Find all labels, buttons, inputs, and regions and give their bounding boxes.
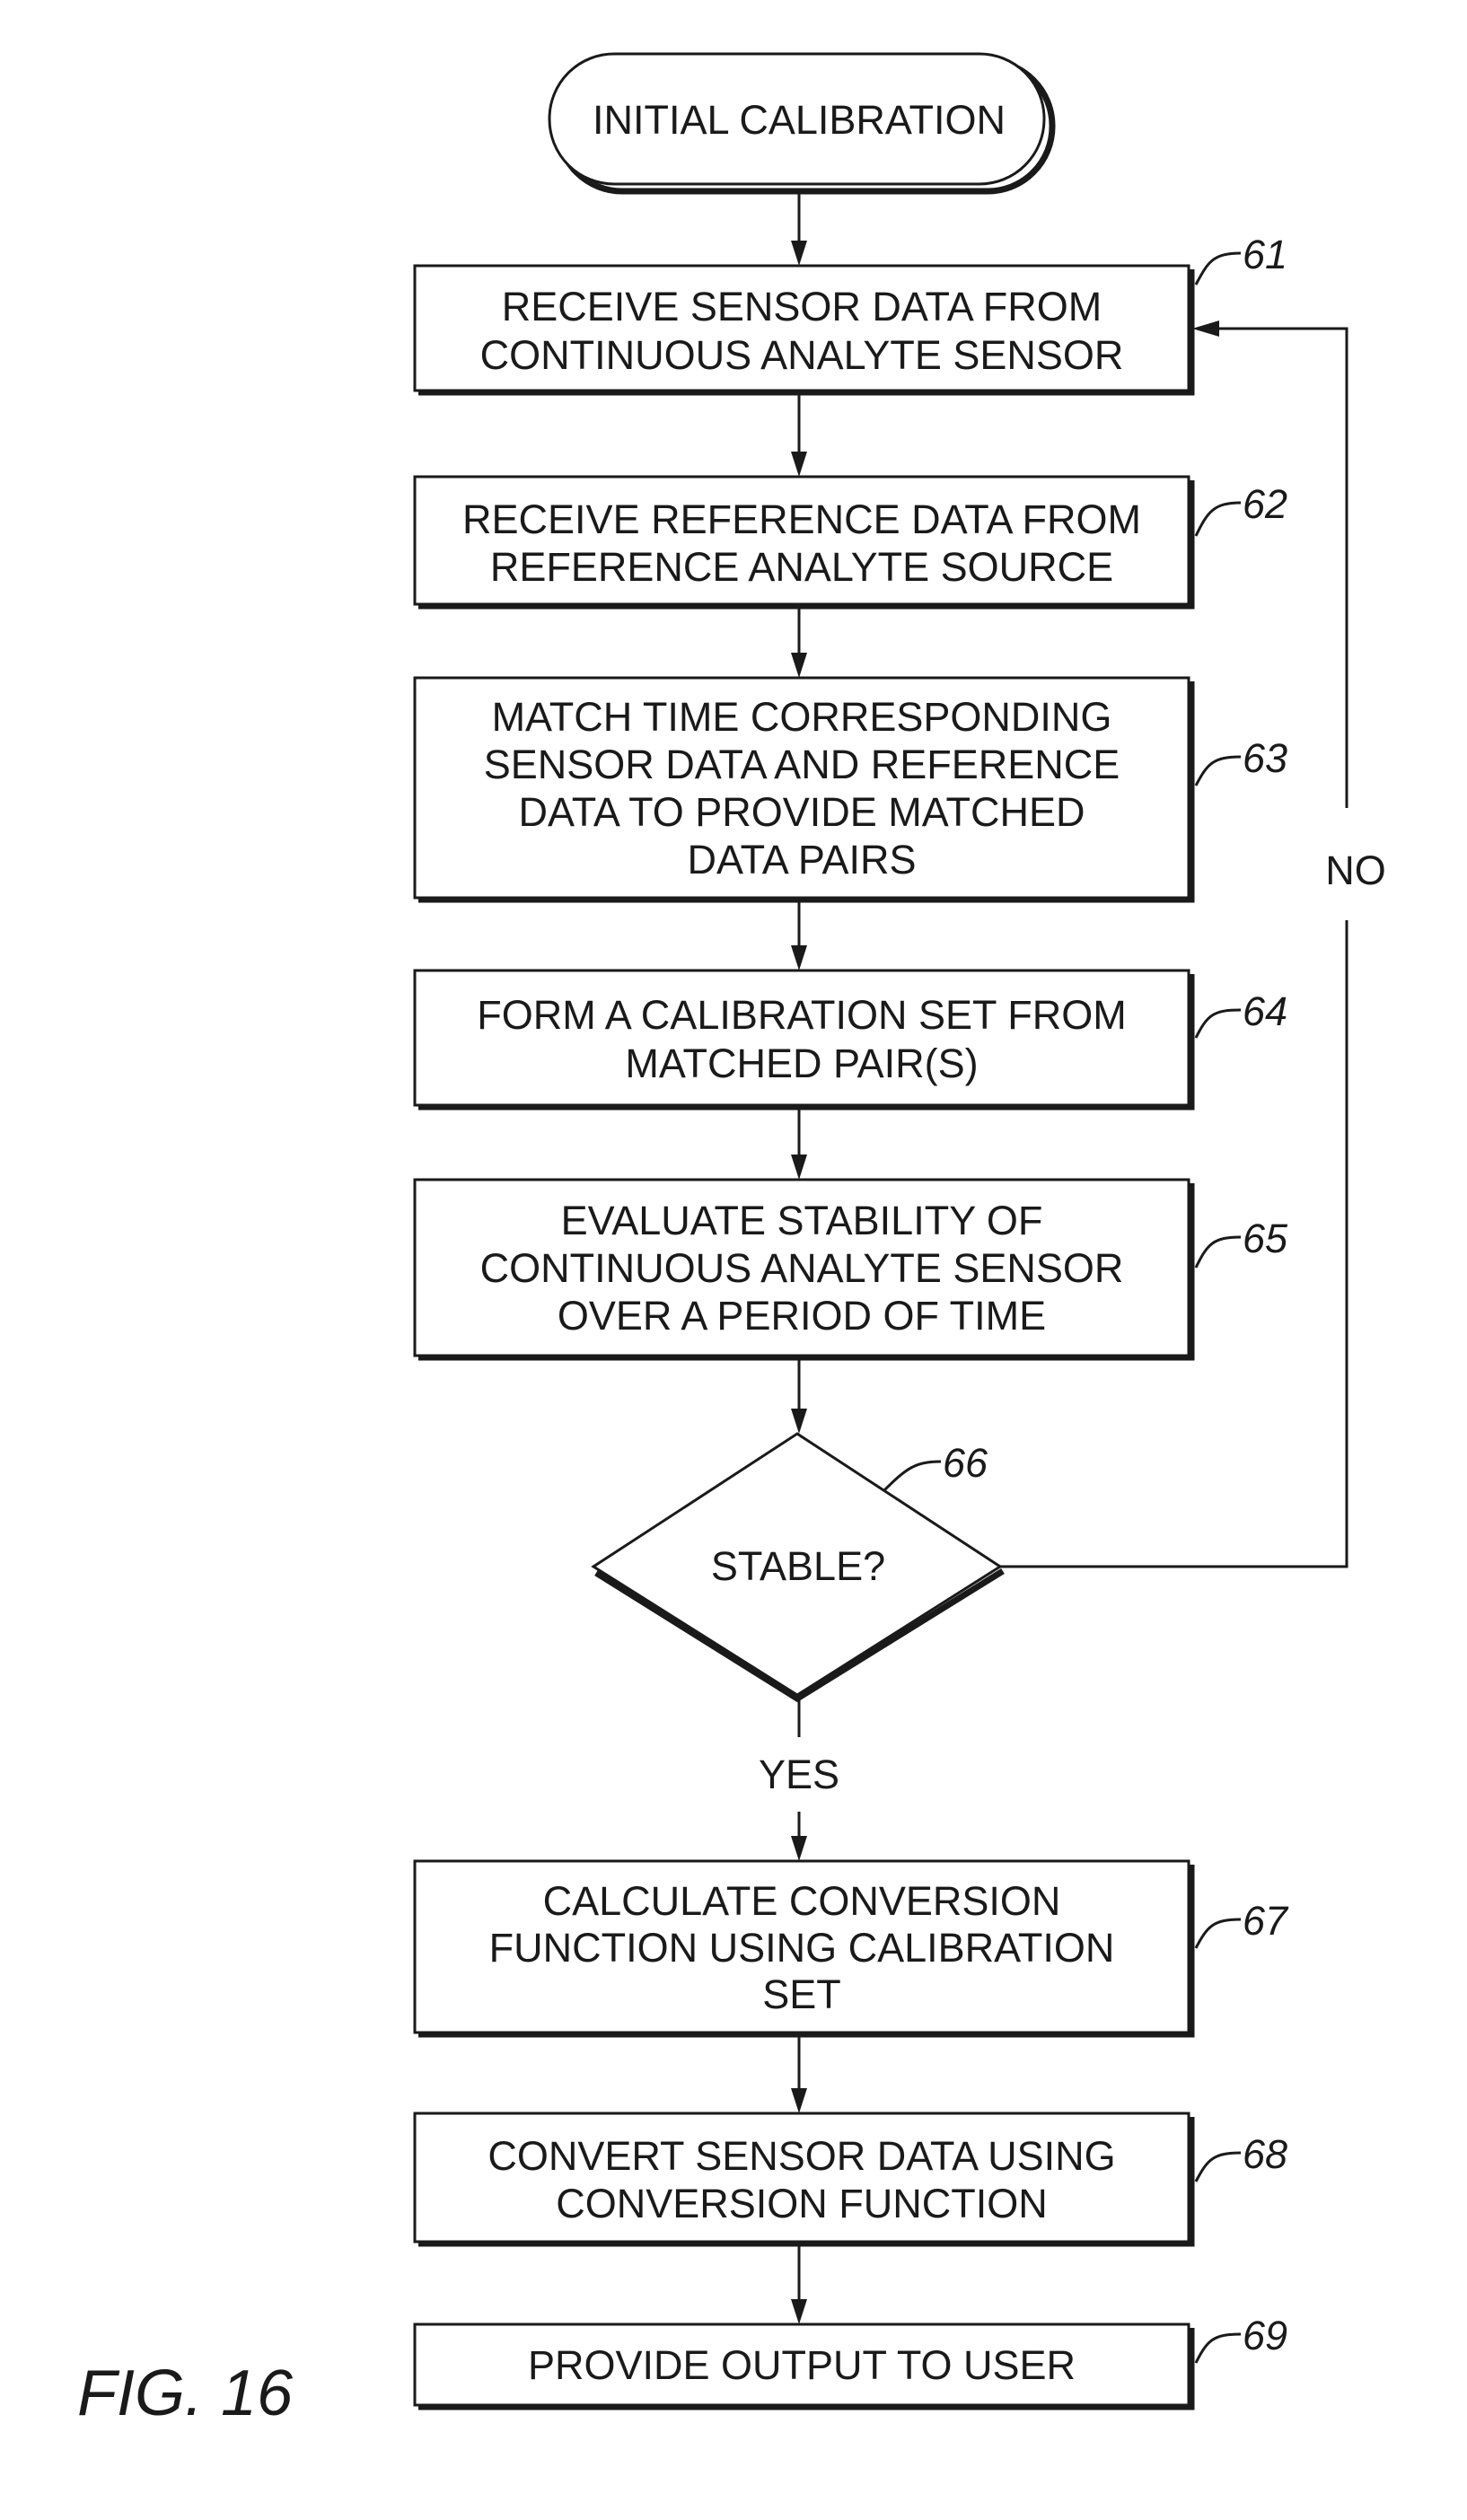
arrowhead xyxy=(791,1836,807,1861)
step-65-line-1: EVALUATE STABILITY OF xyxy=(561,1198,1043,1243)
step-68-line-2: CONVERSION FUNCTION xyxy=(556,2181,1048,2226)
arrowhead xyxy=(791,2299,807,2324)
step-67-line-1: CALCULATE CONVERSION xyxy=(543,1878,1061,1924)
ref-62-leader xyxy=(1196,503,1241,536)
ref-67: 67 xyxy=(1243,1898,1289,1944)
arrowhead xyxy=(791,2088,807,2113)
step-63-line-4: DATA PAIRS xyxy=(687,837,916,882)
connector-63-to-64 xyxy=(791,900,807,970)
step-64-box: FORM A CALIBRATION SET FROM MATCHED PAIR… xyxy=(415,970,1191,1107)
arrowhead xyxy=(791,1155,807,1180)
arrowhead xyxy=(1192,320,1219,337)
step-64-line-1: FORM A CALIBRATION SET FROM xyxy=(477,992,1126,1038)
step-67-line-3: SET xyxy=(762,1971,841,2017)
arrowhead xyxy=(791,241,807,266)
step-63-line-3: DATA TO PROVIDE MATCHED xyxy=(519,789,1085,835)
step-65-line-2: CONTINUOUS ANALYTE SENSOR xyxy=(480,1245,1124,1291)
step-68-box: CONVERT SENSOR DATA USING CONVERSION FUN… xyxy=(415,2113,1191,2243)
figure-label: FIG. 16 xyxy=(77,2358,294,2429)
ref-65: 65 xyxy=(1243,1216,1288,1261)
decision-66-diamond: STABLE? xyxy=(593,1434,1003,1699)
step-69-line-1: PROVIDE OUTPUT TO USER xyxy=(528,2342,1076,2388)
step-63-line-2: SENSOR DATA AND REFERENCE xyxy=(484,742,1120,787)
step-62-box: RECEIVE REFERENCE DATA FROM REFERENCE AN… xyxy=(415,477,1191,606)
step-67-line-2: FUNCTION USING CALIBRATION xyxy=(489,1925,1115,1971)
ref-67-leader xyxy=(1196,1919,1241,1948)
ref-69-leader xyxy=(1196,2334,1241,2363)
connector-start-to-61 xyxy=(791,191,807,266)
ref-64-leader xyxy=(1196,1010,1241,1038)
step-68-line-1: CONVERT SENSOR DATA USING xyxy=(488,2133,1115,2179)
step-62-line-2: REFERENCE ANALYTE SOURCE xyxy=(490,544,1113,590)
ref-61: 61 xyxy=(1243,232,1287,277)
arrowhead xyxy=(791,653,807,678)
step-61-box: RECEIVE SENSOR DATA FROM CONTINUOUS ANAL… xyxy=(415,266,1191,392)
connector-64-to-65 xyxy=(791,1107,807,1180)
ref-61-leader xyxy=(1196,253,1241,285)
ref-63: 63 xyxy=(1243,735,1287,781)
ref-69: 69 xyxy=(1243,2313,1287,2358)
step-67-box: CALCULATE CONVERSION FUNCTION USING CALI… xyxy=(415,1861,1191,2034)
arrowhead xyxy=(791,945,807,970)
step-65-box: EVALUATE STABILITY OF CONTINUOUS ANALYTE… xyxy=(415,1180,1191,1357)
connector-65-to-66 xyxy=(791,1357,807,1434)
ref-66-leader xyxy=(884,1462,941,1490)
decision-yes-label: YES xyxy=(759,1752,839,1797)
decision-no-label: NO xyxy=(1325,847,1386,893)
ref-68-leader xyxy=(1196,2153,1241,2182)
ref-66: 66 xyxy=(943,1440,988,1486)
step-64-line-2: MATCHED PAIR(S) xyxy=(625,1040,978,1086)
step-69-box: PROVIDE OUTPUT TO USER xyxy=(415,2324,1191,2407)
decision-label: STABLE? xyxy=(711,1543,885,1589)
ref-64: 64 xyxy=(1243,988,1287,1034)
step-61-line-1: RECEIVE SENSOR DATA FROM xyxy=(502,284,1102,329)
arrowhead xyxy=(791,1409,807,1434)
connector-61-to-62 xyxy=(791,392,807,477)
ref-63-leader xyxy=(1196,757,1241,786)
step-63-line-1: MATCH TIME CORRESPONDING xyxy=(492,694,1112,740)
start-terminal: INITIAL CALIBRATION xyxy=(549,54,1052,191)
ref-62: 62 xyxy=(1243,481,1287,527)
ref-65-leader xyxy=(1196,1237,1241,1268)
connector-67-to-68 xyxy=(791,2034,807,2113)
step-63-box: MATCH TIME CORRESPONDING SENSOR DATA AND… xyxy=(415,678,1191,900)
ref-68: 68 xyxy=(1243,2131,1287,2177)
arrowhead xyxy=(791,452,807,477)
step-65-line-3: OVER A PERIOD OF TIME xyxy=(558,1293,1046,1339)
start-label: INITIAL CALIBRATION xyxy=(593,97,1006,143)
step-61-line-2: CONTINUOUS ANALYTE SENSOR xyxy=(480,332,1124,378)
connector-68-to-69 xyxy=(791,2243,807,2324)
connector-62-to-63 xyxy=(791,606,807,678)
step-62-line-1: RECEIVE REFERENCE DATA FROM xyxy=(462,496,1141,542)
